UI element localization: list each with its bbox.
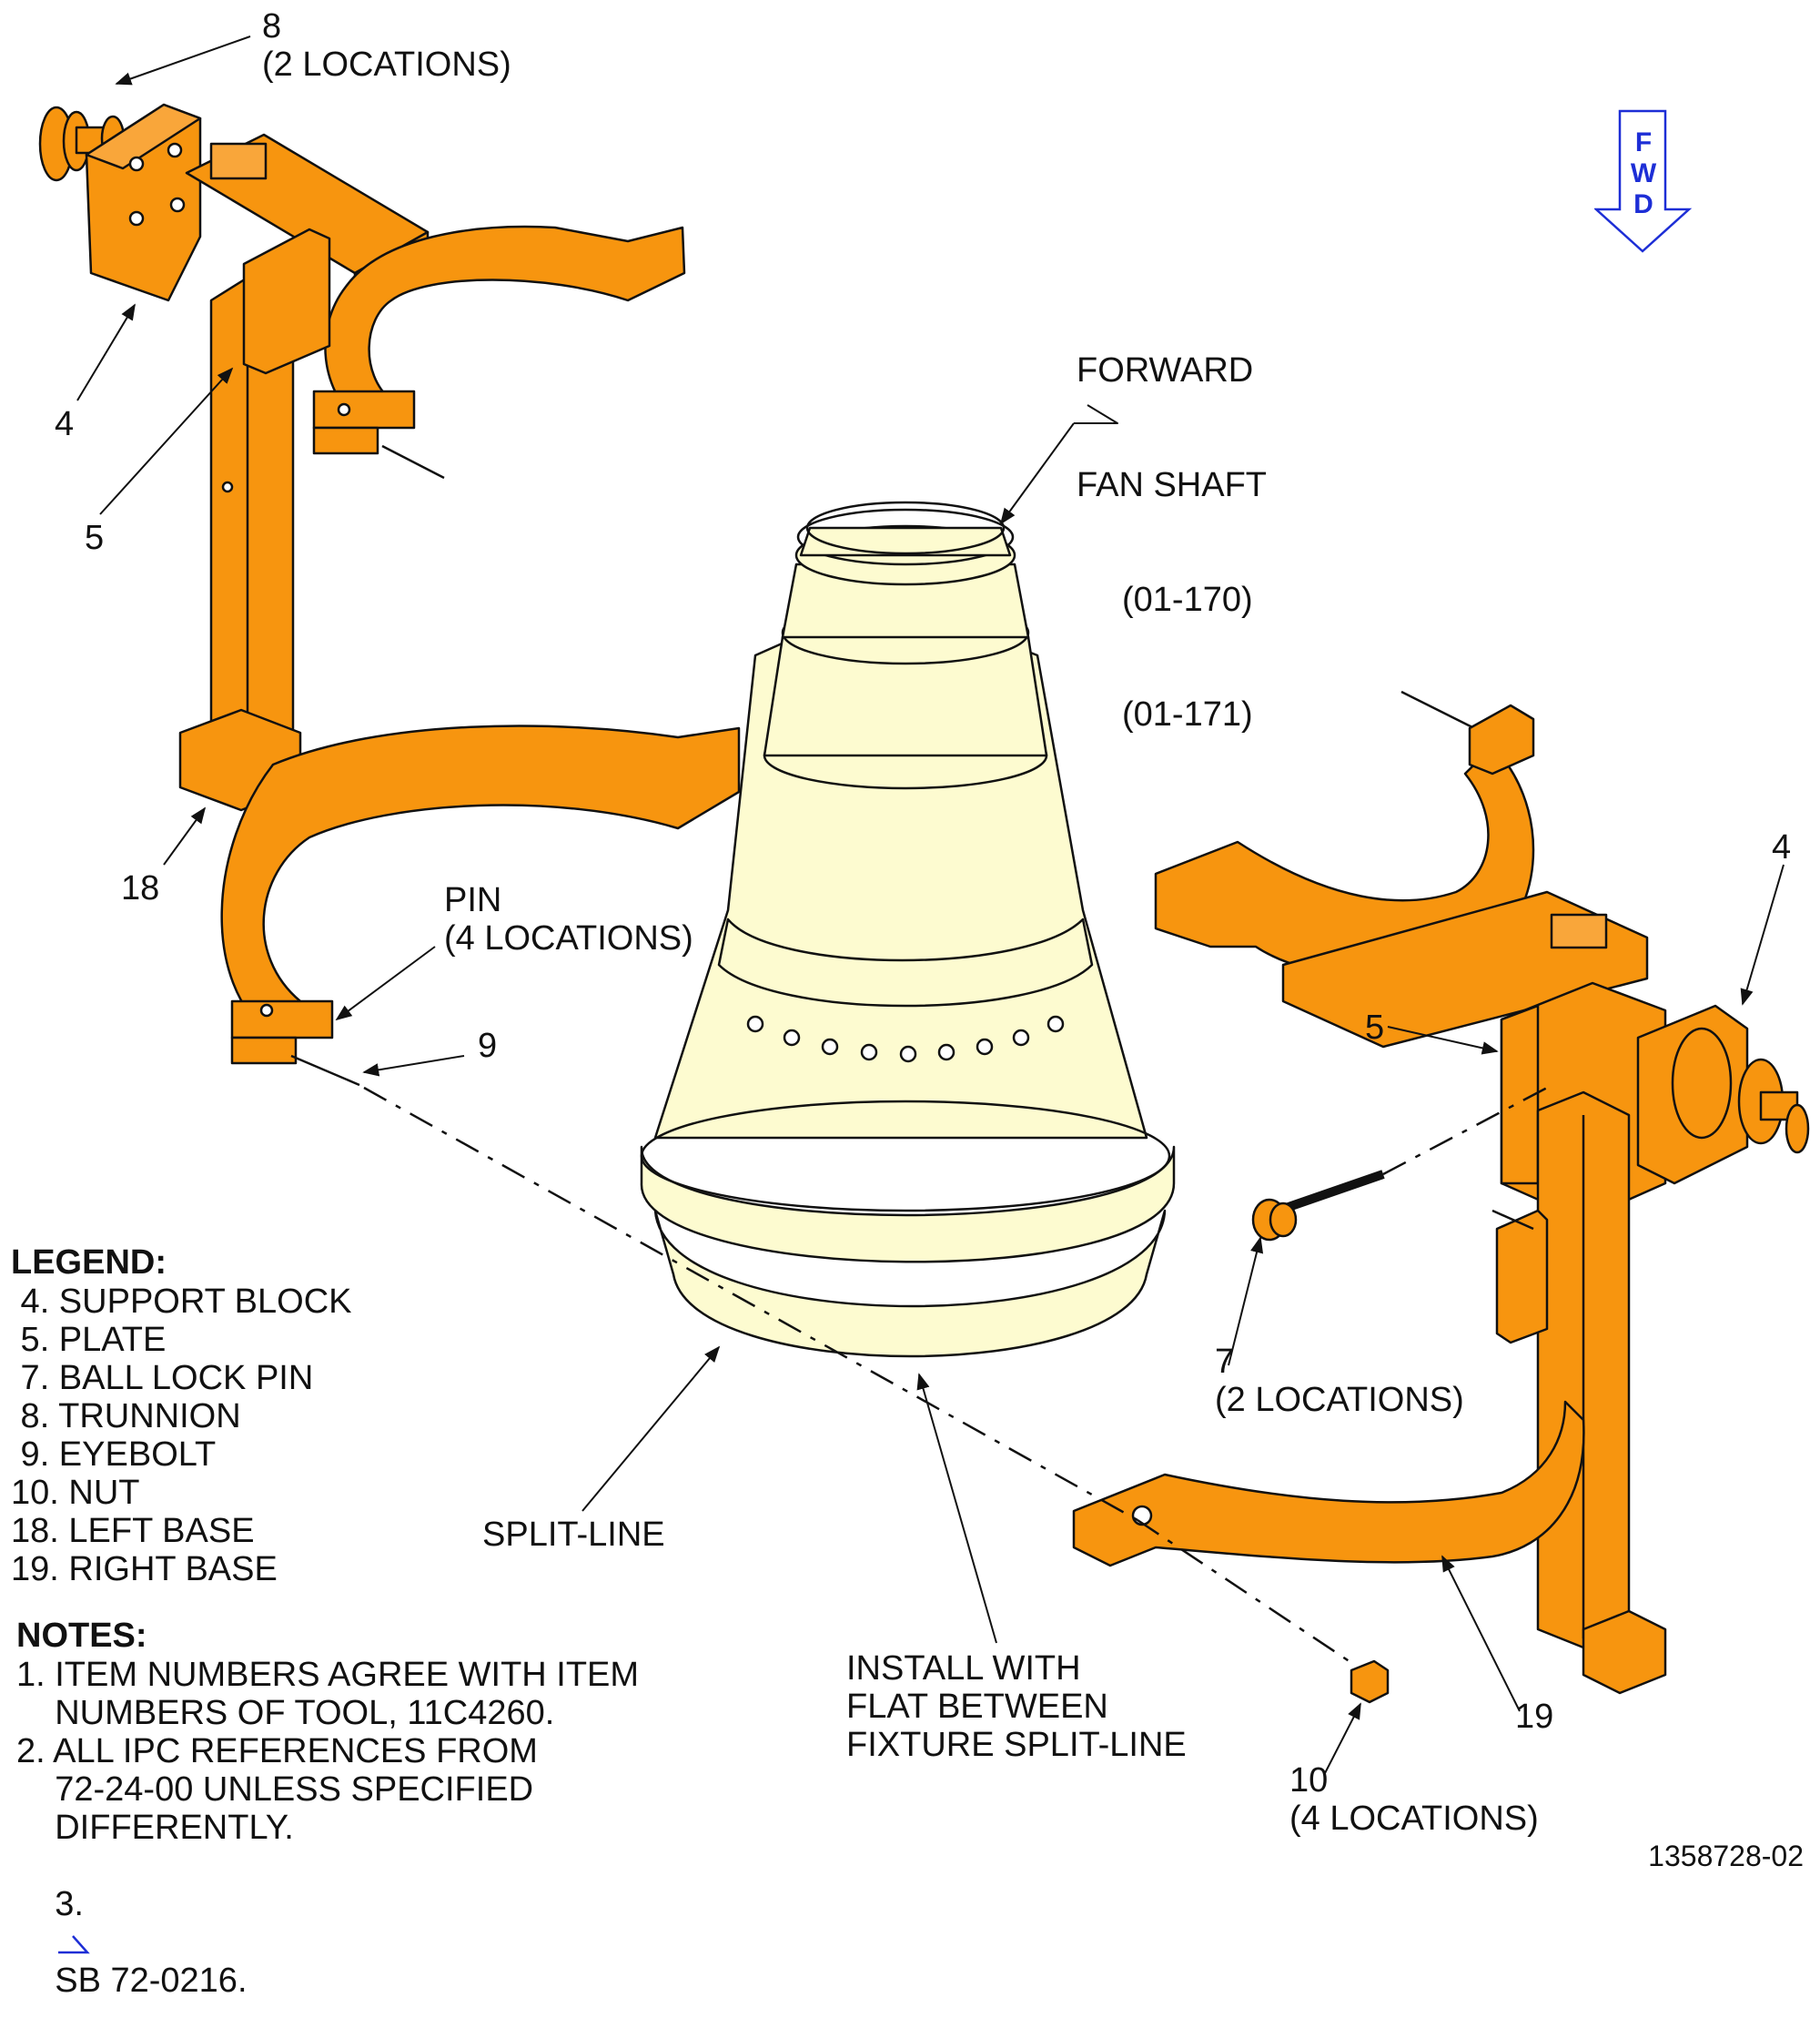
fwd-letter-w: W [1630,158,1657,188]
note-3-text: SB 72-0216. [55,1962,248,2000]
notes-title: NOTES: [16,1617,147,1655]
callout-9: 9 [478,1027,498,1065]
note-item: 2. ALL IPC REFERENCES FROM 72-24-00 UNLE… [16,1732,538,1847]
callout-5-right: 5 [1365,1009,1385,1047]
legend-item: 19. RIGHT BASE [11,1550,278,1588]
fwd-label: F W D [1625,127,1662,220]
callout-4-left: 4 [55,405,75,443]
nut-10 [1350,1659,1390,1704]
fixture-assembly-drawing [38,35,1810,1776]
note-3-number: 3. [55,1885,84,1923]
callout-5-left: 5 [85,519,105,557]
forward-fan-shaft [640,501,1176,1358]
ball-lock-pin-7 [1251,1170,1385,1242]
sb-triangle-icon [58,1935,91,1954]
shaft-holes [746,1015,1065,1063]
right-base [1582,1609,1667,1695]
fwd-letter-f: F [1634,127,1653,157]
legend-item: 7. BALL LOCK PIN [11,1359,314,1397]
note-item-3: 3. SB 72-0216. [16,1847,639,2038]
forward-arrow-icon [1594,109,1693,253]
lower-arc-left [220,725,741,1039]
legend-title: LEGEND: [11,1243,167,1282]
callout-18: 18 [121,869,160,907]
lower-arc-right [1072,1400,1585,1567]
legend-item: 9. EYEBOLT [11,1435,217,1474]
legend-item: 4. SUPPORT BLOCK [11,1283,352,1321]
callout-pin: PIN (4 LOCATIONS) [444,881,693,958]
callout-install-with-flat: INSTALL WITH FLAT BETWEEN FIXTURE SPLIT-… [846,1649,1187,1764]
right-fixture [1072,690,1810,1704]
callout-8-trunnion: 8 (2 LOCATIONS) [262,7,511,84]
legend-item: 8. TRUNNION [11,1397,241,1435]
legend: LEGEND: 4. SUPPORT BLOCK 5. PLATE 7. BAL… [11,1242,352,1588]
sb-triangle-callout [1087,404,1118,424]
callout-10: 10 (4 LOCATIONS) [1289,1761,1539,1838]
leader-lines [76,35,1785,1776]
callout-forward-fan-shaft: FORWARD FAN SHAFT (01-170) (01-171) [1077,275,1267,772]
legend-item: 10. NUT [11,1474,140,1512]
figure-id: 1358728-02 [1648,1840,1804,1872]
legend-item: 18. LEFT BASE [11,1512,255,1550]
shaft-label-line4: (01-171) [1122,695,1253,734]
plate-left [242,228,331,375]
trunnion-right [1671,1027,1810,1154]
callout-4-right: 4 [1772,828,1792,867]
left-fixture [38,103,741,1087]
notes: NOTES: 1. ITEM NUMBERS AGREE WITH ITEM N… [16,1616,639,2038]
note-item: 1. ITEM NUMBERS AGREE WITH ITEM NUMBERS … [16,1656,640,1732]
shaft-label-line2: FAN SHAFT [1077,466,1268,504]
shaft-label-line3: (01-170) [1122,581,1253,619]
callout-split-line: SPLIT-LINE [482,1516,665,1554]
callout-7: 7 (2 LOCATIONS) [1215,1343,1464,1419]
fwd-letter-d: D [1633,189,1653,219]
callout-19: 19 [1515,1698,1554,1736]
legend-item: 5. PLATE [11,1321,167,1359]
shaft-label-line1: FORWARD [1077,351,1254,390]
dashed-lines [363,1086,1548,1668]
